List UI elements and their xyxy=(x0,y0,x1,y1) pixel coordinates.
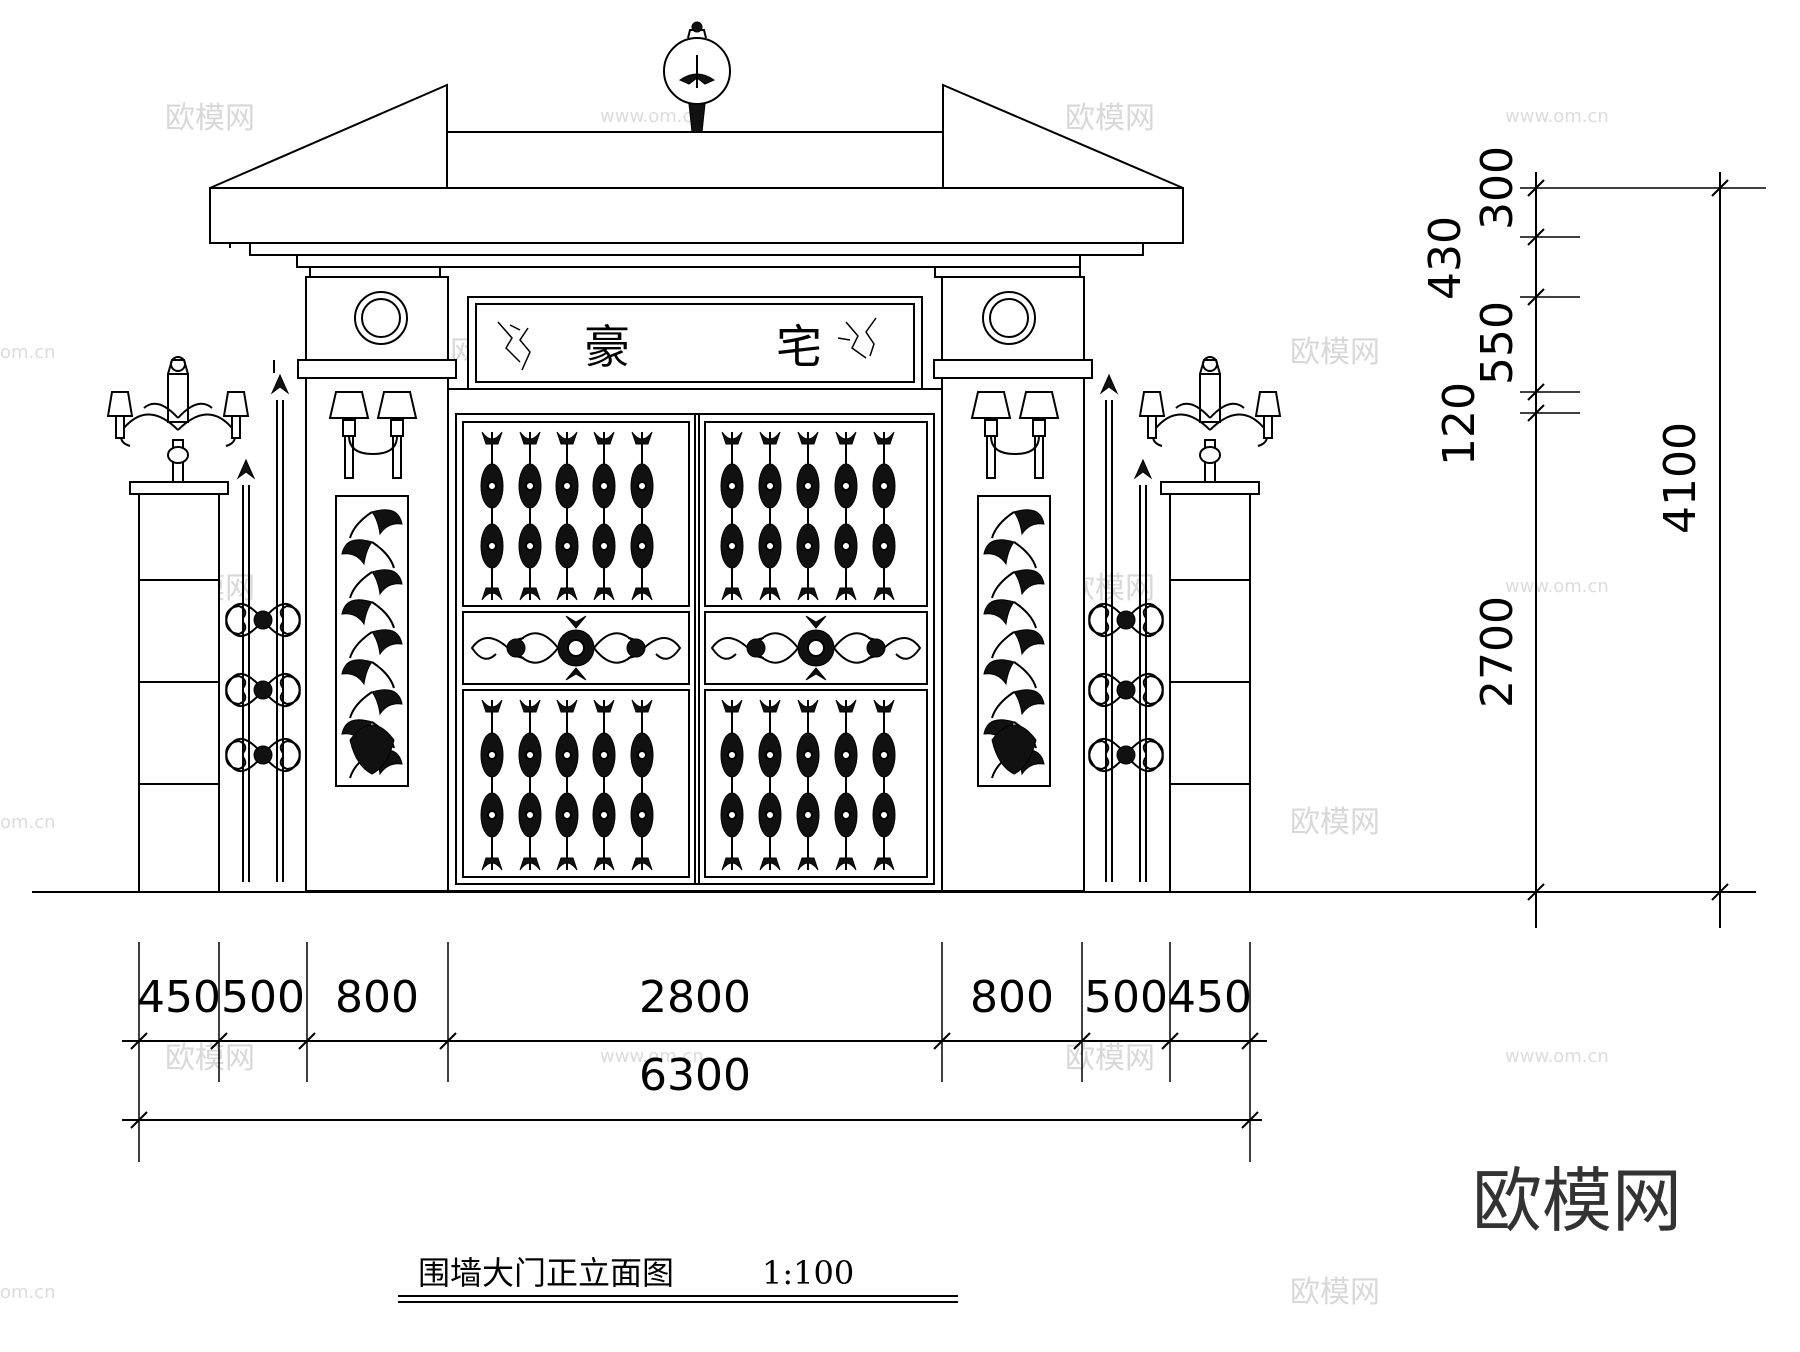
name-sign-board: 豪 宅 xyxy=(467,296,923,390)
watermark-text: 欧模网 xyxy=(1065,101,1155,136)
watermark-url: www.om.cn xyxy=(1505,106,1609,127)
dim-450-left: 450 xyxy=(137,972,221,1023)
dim-120: 120 xyxy=(1434,382,1485,466)
candelabra-lamp-left xyxy=(106,356,250,483)
dim-2800: 2800 xyxy=(639,972,751,1023)
scroll-panel-ornament xyxy=(983,509,1045,779)
dim-550: 550 xyxy=(1472,301,1523,385)
finial-poles-right xyxy=(1099,373,1153,882)
dim-500-left: 500 xyxy=(221,972,305,1023)
dim-total-6300: 6300 xyxy=(639,1050,751,1101)
main-gate xyxy=(447,388,943,892)
dim-800-right: 800 xyxy=(970,972,1054,1023)
watermark-url: www.om.cn xyxy=(600,106,704,127)
drawing-scale: 1:100 xyxy=(762,1254,854,1292)
dim-2700: 2700 xyxy=(1472,596,1523,708)
dim-450-right: 450 xyxy=(1168,972,1252,1023)
scroll-rail-ornament xyxy=(225,603,301,772)
gate-baluster-ornaments xyxy=(480,431,896,871)
dim-430: 430 xyxy=(1420,216,1471,300)
watermark-url: om.cn xyxy=(0,342,56,363)
watermark-url: www.om.cn xyxy=(1505,1046,1609,1067)
candelabra-lamp-right xyxy=(1138,356,1282,483)
sign-left-character: 豪 xyxy=(584,320,630,374)
watermark-text: 欧模网 xyxy=(1290,1275,1380,1310)
dim-total-4100: 4100 xyxy=(1655,422,1706,534)
gate-medallion-ornaments xyxy=(470,615,922,681)
drawing-title: 围墙大门正立面图 xyxy=(418,1254,674,1292)
scroll-panel-ornament xyxy=(341,509,403,779)
finial-poles-left xyxy=(236,360,290,882)
end-post-left xyxy=(129,481,229,893)
watermark-text: 欧模网 xyxy=(1290,805,1380,840)
watermark-text: 欧模网 xyxy=(1290,335,1380,370)
left-main-pier xyxy=(297,276,457,892)
dimension-ticks xyxy=(130,1032,1259,1129)
sign-right-character: 宅 xyxy=(776,320,822,374)
right-main-pier xyxy=(933,276,1093,892)
end-post-right xyxy=(1160,481,1260,893)
vertical-dimension-chain: 300 430 550 120 2700 4100 xyxy=(1420,146,1766,928)
brand-watermark: 欧模网 xyxy=(1472,1160,1682,1242)
watermark-url: www.om.cn xyxy=(1505,576,1609,597)
horizontal-dimension-chain: 450 500 800 2800 800 500 450 6300 xyxy=(122,942,1267,1162)
dim-300: 300 xyxy=(1472,146,1523,230)
watermark-text: 欧模网 xyxy=(165,101,255,136)
watermark-text: 欧模网 xyxy=(165,1041,255,1076)
dim-500-right: 500 xyxy=(1084,972,1168,1023)
dimension-ticks xyxy=(1527,179,1729,901)
roof-lantern-lamp xyxy=(663,21,731,133)
watermark-text: 欧模网 xyxy=(1065,1041,1155,1076)
watermark-url: om.cn xyxy=(0,812,56,833)
dim-800-left: 800 xyxy=(335,972,419,1023)
scroll-rail-ornament xyxy=(1088,603,1164,772)
watermark-url: www.om.cn xyxy=(600,1046,704,1067)
drawing-title-block: 围墙大门正立面图 1:100 xyxy=(398,1254,958,1303)
watermark-url: om.cn xyxy=(0,1282,56,1303)
gate-roof xyxy=(209,83,1184,278)
wall-sconce-left xyxy=(328,391,418,479)
wall-sconce-right xyxy=(970,391,1060,479)
